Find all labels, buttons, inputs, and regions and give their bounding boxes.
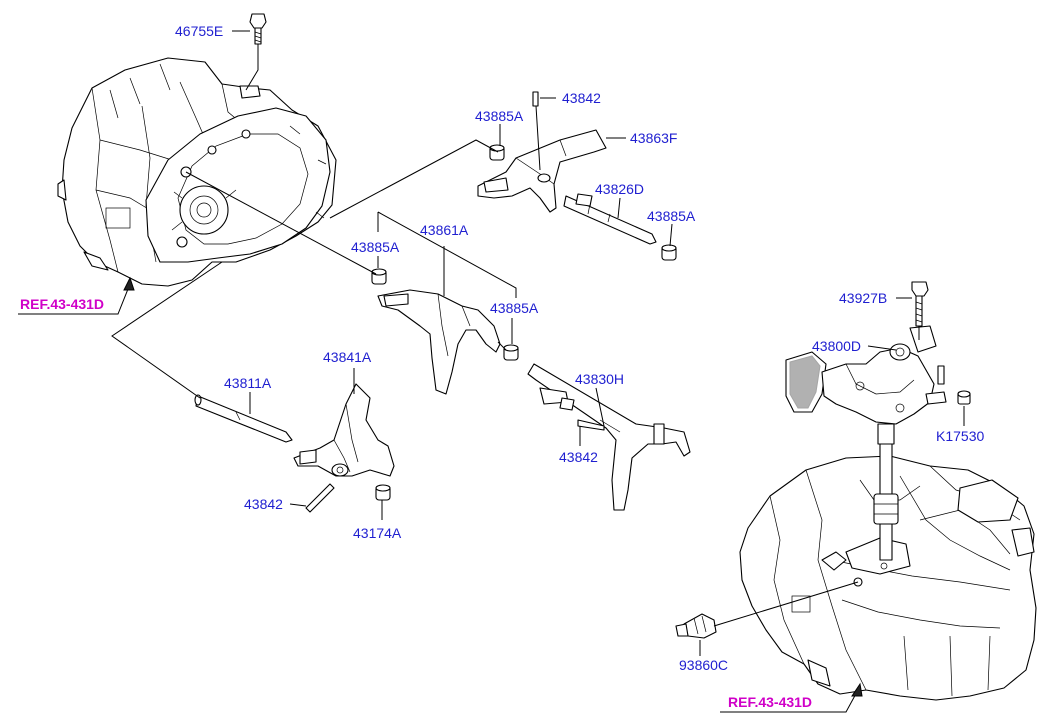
shift-lever-assembly-43800D bbox=[785, 325, 947, 425]
control-shaft bbox=[873, 423, 899, 561]
pin-43842-low bbox=[305, 483, 335, 513]
shift-fork-43830H bbox=[527, 363, 691, 511]
label-43800D: 43800D bbox=[812, 338, 861, 354]
transmission-case-left bbox=[57, 57, 337, 287]
label-43830H: 43830H bbox=[575, 371, 624, 387]
bushing-43885A-top bbox=[489, 144, 505, 161]
callout-labels: 46755E 43842 43885A 43863F 43826D 43885A… bbox=[20, 23, 984, 710]
shift-fork-43863F bbox=[477, 129, 607, 213]
label-43842-top: 43842 bbox=[562, 90, 601, 106]
label-43174A: 43174A bbox=[353, 525, 402, 541]
pin-43842-mid bbox=[577, 419, 605, 431]
label-K17530: K17530 bbox=[936, 428, 984, 444]
label-43863F: 43863F bbox=[630, 130, 677, 146]
bushing-43885A-mid bbox=[503, 344, 519, 361]
leader-lines bbox=[18, 30, 965, 713]
transmission-case-right bbox=[739, 455, 1037, 701]
label-43885A-top: 43885A bbox=[475, 108, 524, 124]
bushing-43885A-left bbox=[371, 268, 387, 285]
shift-shaft-43811A bbox=[194, 394, 293, 443]
label-43826D: 43826D bbox=[595, 181, 644, 197]
label-43861A: 43861A bbox=[420, 222, 469, 238]
label-43842-mid: 43842 bbox=[559, 449, 598, 465]
shift-rod-43826D bbox=[563, 193, 657, 245]
bolt-46755E bbox=[245, 13, 267, 91]
label-43885A-mid: 43885A bbox=[490, 300, 539, 316]
label-43842-low: 43842 bbox=[244, 496, 283, 512]
shift-fork-43861A bbox=[377, 289, 501, 395]
label-43927B: 43927B bbox=[839, 290, 887, 306]
label-46755E: 46755E bbox=[175, 23, 223, 39]
sensor-93860C bbox=[675, 613, 717, 639]
label-43885A-right: 43885A bbox=[647, 208, 696, 224]
label-43841A: 43841A bbox=[323, 349, 372, 365]
bolt-43927B bbox=[911, 281, 929, 327]
reference-link-left[interactable]: REF.43-431D bbox=[20, 296, 104, 312]
reference-link-right[interactable]: REF.43-431D bbox=[728, 694, 812, 710]
plug-K17530 bbox=[957, 390, 971, 405]
bushing-43885A-right bbox=[661, 244, 677, 261]
shift-fork-43841A bbox=[293, 383, 395, 477]
label-43885A-left: 43885A bbox=[351, 239, 400, 255]
collar-43174A bbox=[375, 484, 391, 501]
label-93860C: 93860C bbox=[679, 657, 728, 673]
label-43811A: 43811A bbox=[224, 375, 272, 391]
pin-43842-top bbox=[532, 91, 539, 107]
